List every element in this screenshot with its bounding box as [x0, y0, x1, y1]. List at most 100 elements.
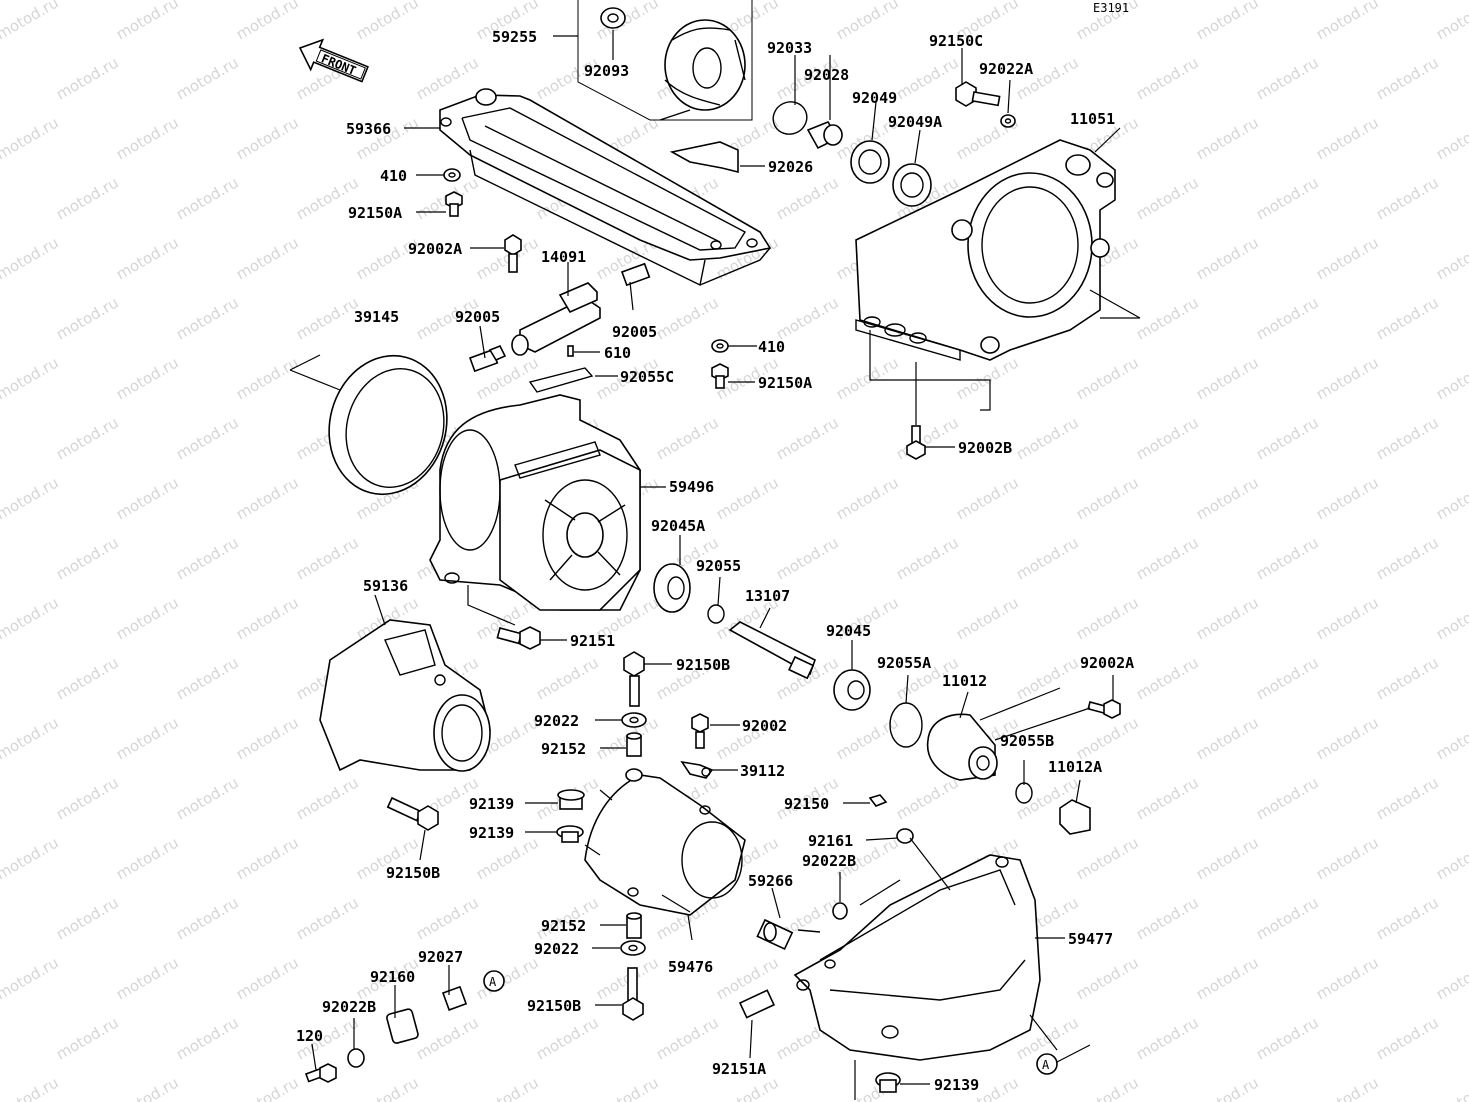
- watermark-text: motod.ru: [1193, 1073, 1262, 1102]
- watermark-text: motod.ru: [533, 653, 602, 703]
- collar-92152-lower: [626, 912, 642, 939]
- label-92028: 92028: [804, 66, 849, 84]
- bolt-92150: [868, 794, 888, 807]
- watermark-text: motod.ru: [53, 773, 122, 823]
- label-92152-upper: 92152: [541, 740, 586, 758]
- bolt-92002B: [906, 425, 926, 460]
- watermark-text: motod.ru: [1313, 233, 1382, 283]
- label-92002B: 92002B: [958, 439, 1012, 457]
- watermark-text: motod.ru: [833, 353, 902, 403]
- watermark-text: motod.ru: [773, 173, 842, 223]
- watermark-text: motod.ru: [473, 1073, 542, 1102]
- fitting-59266: [756, 918, 821, 951]
- watermark-text: motod.ru: [833, 0, 902, 43]
- watermark-text: motod.ru: [0, 713, 62, 763]
- watermark-text: motod.ru: [1193, 473, 1262, 523]
- collar-92139-b: [556, 825, 584, 843]
- watermark-text: motod.ru: [953, 473, 1022, 523]
- watermark-text: motod.ru: [893, 413, 962, 463]
- label-92022A: 92022A: [979, 60, 1033, 78]
- watermark-text: motod.ru: [53, 413, 122, 463]
- label-59136: 59136: [363, 577, 408, 595]
- watermark-text: motod.ru: [1313, 713, 1382, 763]
- label-59255: 59255: [492, 28, 537, 46]
- watermark-text: motod.ru: [113, 233, 182, 283]
- o-ring-92055: [707, 604, 725, 624]
- pump-case-59496: [429, 394, 641, 611]
- washer-92022A: [1000, 114, 1016, 128]
- watermark-text: motod.ru: [413, 893, 482, 943]
- stop-ring-92033: [772, 101, 808, 135]
- watermark-text: motod.ru: [233, 1073, 302, 1102]
- bolt-92150A-left: [445, 191, 463, 217]
- label-92139-a: 92139: [469, 795, 514, 813]
- watermark-text: motod.ru: [233, 353, 302, 403]
- watermark-text: motod.ru: [0, 953, 62, 1003]
- label-92055B: 92055B: [1000, 732, 1054, 750]
- watermark-text: motod.ru: [713, 473, 782, 523]
- watermark-text: motod.ru: [53, 53, 122, 103]
- collar-92161: [896, 828, 914, 844]
- watermark-text: motod.ru: [353, 1073, 422, 1102]
- label-92150A-right: 92150A: [758, 374, 812, 392]
- label-92022-upper: 92022: [534, 712, 579, 730]
- washer-92022-lower: [620, 940, 646, 956]
- label-59366: 59366: [346, 120, 391, 138]
- watermark-text: motod.ru: [1193, 713, 1262, 763]
- watermark-text: motod.ru: [353, 0, 422, 43]
- watermark-text: motod.ru: [1373, 413, 1442, 463]
- label-13107: 13107: [745, 587, 790, 605]
- reverse-bucket-59476: [584, 768, 746, 916]
- svg-text:A: A: [1042, 1058, 1050, 1072]
- watermark-text: motod.ru: [173, 1013, 242, 1063]
- bolt-92150A-right: [711, 363, 729, 389]
- watermark-text: motod.ru: [653, 1013, 722, 1063]
- watermark-text: motod.ru: [1133, 413, 1202, 463]
- watermark-text: motod.ru: [1133, 533, 1202, 583]
- watermark-text: motod.ru: [173, 893, 242, 943]
- label-39145: 39145: [354, 308, 399, 326]
- label-92002: 92002: [742, 717, 787, 735]
- watermark-text: motod.ru: [893, 533, 962, 583]
- watermark-text: motod.ru: [1073, 473, 1142, 523]
- watermark-text: motod.ru: [1133, 53, 1202, 103]
- watermark-text: motod.ru: [1373, 773, 1442, 823]
- watermark-text: motod.ru: [173, 413, 242, 463]
- watermark-text: motod.ru: [53, 533, 122, 583]
- watermark-text: motod.ru: [1313, 953, 1382, 1003]
- watermark-text: motod.ru: [53, 893, 122, 943]
- label-92049A: 92049A: [888, 113, 942, 131]
- watermark-text: motod.ru: [773, 533, 842, 583]
- watermark-text: motod.ru: [773, 413, 842, 463]
- watermark-text: motod.ru: [1433, 713, 1469, 763]
- watermark-text: motod.ru: [113, 113, 182, 163]
- label-92005-right: 92005: [612, 323, 657, 341]
- washer-92022B-left: [347, 1048, 365, 1068]
- label-92055C: 92055C: [620, 368, 674, 386]
- watermark-text: motod.ru: [233, 113, 302, 163]
- watermark-text: motod.ru: [653, 413, 722, 463]
- label-92045: 92045: [826, 622, 871, 640]
- label-92093: 92093: [584, 62, 629, 80]
- watermark-text: motod.ru: [1073, 713, 1142, 763]
- watermark-text: motod.ru: [1253, 653, 1322, 703]
- label-92160: 92160: [370, 968, 415, 986]
- liner-39145: [328, 354, 448, 496]
- ride-plate-59366: [439, 88, 772, 287]
- label-92005-left: 92005: [455, 308, 500, 326]
- washer-92022B-right: [832, 902, 848, 920]
- watermark-text: motod.ru: [1433, 1073, 1469, 1102]
- watermark-text: motod.ru: [1433, 833, 1469, 883]
- watermark-text: motod.ru: [1373, 653, 1442, 703]
- watermark-text: motod.ru: [1313, 353, 1382, 403]
- watermark-text: motod.ru: [833, 473, 902, 523]
- watermark-text: motod.ru: [0, 113, 62, 163]
- watermark-text: motod.ru: [113, 353, 182, 403]
- part-labels: 59255 92093 92033 92028 92049 92049A 921…: [296, 28, 1134, 1094]
- label-92139-bottom: 92139: [934, 1076, 979, 1094]
- label-92049: 92049: [852, 89, 897, 107]
- housing-11051: [855, 139, 1116, 361]
- watermark-text: motod.ru: [1253, 533, 1322, 583]
- watermark-text: motod.ru: [1073, 353, 1142, 403]
- watermark-text: motod.ru: [1433, 953, 1469, 1003]
